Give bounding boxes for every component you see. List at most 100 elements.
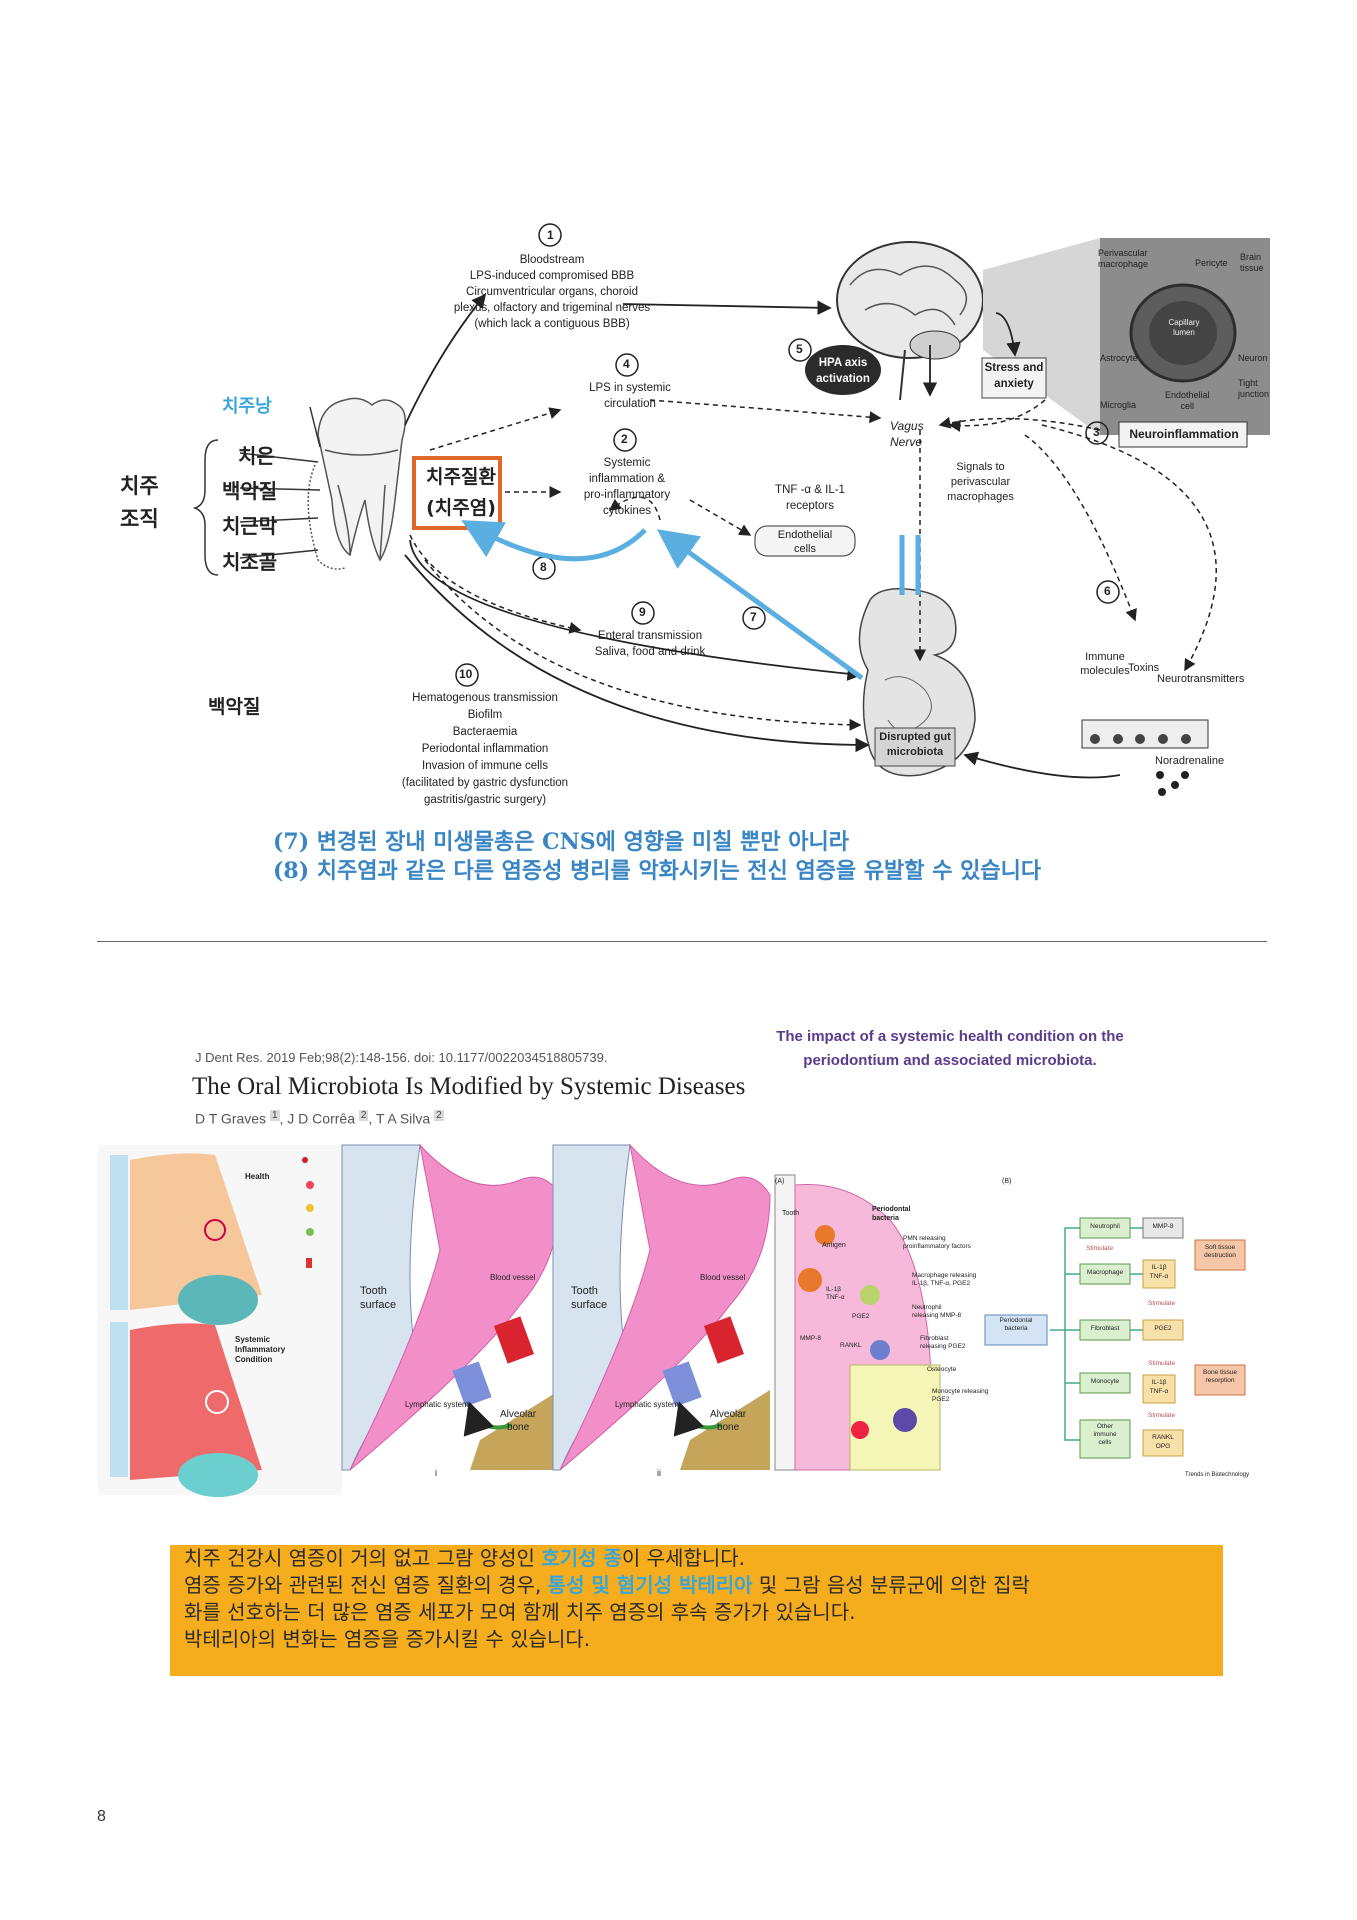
endothelial-text: Endothelial cells bbox=[777, 529, 833, 555]
author-2-sup: 2 bbox=[358, 1110, 369, 1121]
inset-perivascular: Perivascular macrophage bbox=[1098, 248, 1149, 269]
intestinal-villi bbox=[1081, 719, 1209, 796]
panel-b-fibroblast: Fibroblast bbox=[1090, 1325, 1120, 1332]
panel-b-bone: Bone tissue resorption bbox=[1203, 1369, 1237, 1384]
gut-illustration bbox=[858, 588, 976, 777]
inset-microglia: Microglia bbox=[1100, 400, 1137, 410]
endothelial-cylinder bbox=[754, 525, 856, 557]
section-divider bbox=[97, 941, 1267, 942]
author-3-sup: 2 bbox=[434, 1110, 444, 1121]
author-2[interactable]: J D Corrêa bbox=[287, 1110, 355, 1127]
panel-a-neutro: Neutrophil releasing MMP-8 bbox=[912, 1304, 962, 1319]
page-number: 8 bbox=[97, 1808, 106, 1825]
panel-b-macrophage: Macrophage bbox=[1086, 1269, 1124, 1276]
panel-b-mmp8: MMP-8 bbox=[1152, 1223, 1174, 1230]
summary-highlight-aerobic: 호기성 종 bbox=[541, 1546, 622, 1570]
blue-arrows bbox=[461, 520, 921, 681]
author-3[interactable]: T A Silva bbox=[375, 1110, 431, 1127]
step-2-text: Systemic inflammation & pro-inflammatory… bbox=[583, 457, 671, 517]
solid-arrows bbox=[404, 293, 1121, 779]
hpa-text: HPA axis activation bbox=[816, 357, 870, 385]
neuroinflammation-text: Neuroinflammation bbox=[1129, 427, 1239, 441]
step-8-number: 8 bbox=[540, 560, 547, 574]
summary-box: 치주 건강시 염증이 거의 없고 그람 양성인 호기성 종이 우세합니다. 염증… bbox=[170, 1545, 1223, 1676]
panel-a-fibro: Fibroblast releasing PGE2 bbox=[920, 1335, 966, 1350]
panel-a-mmp8: MMP-8 bbox=[800, 1335, 821, 1342]
article-title: The Oral Microbiota Is Modified by Syste… bbox=[192, 1073, 746, 1100]
summary-highlight-anaerobic: 통성 및 혐기성 박테리아 bbox=[547, 1573, 753, 1597]
panel-b-stimulate-3: Stimulate bbox=[1148, 1360, 1176, 1367]
step-7-number: 7 bbox=[750, 610, 757, 624]
summary-line-3: 화를 선호하는 더 많은 염증 세포가 모여 함께 치주 염증의 후속 증가가 … bbox=[184, 1600, 856, 1624]
tissue-bracket bbox=[192, 406, 321, 576]
panel-ii-bone: Alveolar bone bbox=[710, 1409, 747, 1433]
step-10-text: Hematogenous transmission Biofilm Bacter… bbox=[401, 692, 569, 806]
step-1-number: 1 bbox=[547, 228, 554, 242]
summary-line-2-a: 염증 증가와 관련된 전신 염증 질환의 경우, bbox=[184, 1573, 548, 1597]
impact-title: The impact of a systemic health conditio… bbox=[776, 1028, 1124, 1069]
caption-line-8: (8) 치주염과 같은 다른 염증성 병리를 악화시키는 전신 염증을 유발할 … bbox=[273, 858, 1042, 884]
disease-box bbox=[412, 456, 502, 530]
panel-b-pge2: PGE2 bbox=[1154, 1325, 1172, 1332]
panel-b-stimulate-4: Stimulate bbox=[1148, 1412, 1176, 1419]
disease-box-text: 치주질환 (치주염) bbox=[426, 466, 496, 519]
panel-i-bone: Alveolar bone bbox=[500, 1409, 537, 1433]
author-1[interactable]: D T Graves bbox=[195, 1110, 267, 1127]
panel-b-il: IL-1β TNF-α bbox=[1149, 1264, 1169, 1280]
label-cementum: 백악질 bbox=[222, 479, 278, 503]
panel-i bbox=[341, 1143, 561, 1471]
hpa-axis-badge bbox=[805, 345, 881, 395]
panel-a-label: (A) bbox=[775, 1178, 785, 1185]
panel-a-pge2: PGE2 bbox=[852, 1313, 870, 1320]
inset-neuron: Neuron bbox=[1238, 353, 1268, 363]
label-ligament: 치근막 bbox=[222, 514, 278, 538]
vagus-text: Vagus Nerve bbox=[890, 419, 924, 449]
summary-line-1: 치주 건강시 염증이 거의 없고 그람 양성인 호기성 종이 우세합니다. bbox=[170, 1545, 1223, 1572]
step-9-text: Enteral transmission Saliva, food and dr… bbox=[594, 630, 706, 658]
panel-ii-lymph: Lymphatic system bbox=[615, 1400, 679, 1409]
label-periodontal-pocket: 치주낭 bbox=[222, 396, 272, 417]
panel-a-perio: Periodontal bacteria bbox=[872, 1206, 911, 1222]
article-authors: D T Graves 1, J D Corrêa 2, T A Silva 2 bbox=[195, 1110, 444, 1127]
inset-capillary: Capillary lumen bbox=[1168, 318, 1200, 337]
inset-astrocyte: Astrocyte bbox=[1100, 353, 1138, 363]
neurotransmitters-text: Neurotransmitters bbox=[1157, 673, 1245, 685]
article-reference: J Dent Res. 2019 Feb;98(2):148-156. doi:… bbox=[195, 1050, 608, 1065]
summary-line-4: 박테리아의 변화는 염증을 증가시킬 수 있습니다. bbox=[184, 1627, 591, 1651]
panel1-systemic: Systemic Inflammatory Condition bbox=[235, 1335, 286, 1364]
panel-b-stimulate-1: Stimulate bbox=[1086, 1245, 1114, 1252]
panel-a-il: IL-1β TNF-α bbox=[826, 1286, 845, 1301]
panel-b-neutrophil: Neutrophil bbox=[1090, 1223, 1120, 1230]
panel-b-other: Other immune cells bbox=[1093, 1423, 1117, 1446]
step-5-number: 5 bbox=[796, 342, 803, 356]
panel-b-soft: Soft tissue destruction bbox=[1204, 1244, 1236, 1259]
gut-brain-axis-figure bbox=[192, 223, 1270, 796]
panel-b-pb: Periodontal bacteria bbox=[999, 1317, 1033, 1332]
label-periodontium: 치주 조직 bbox=[120, 474, 159, 531]
label-alveolar-bone: 치조골 bbox=[222, 550, 278, 574]
panel-a-pmn: PMN releasing proinflammatory factors bbox=[903, 1235, 971, 1250]
caption-line-7: (7) 변경된 장내 미생물총은 CNS에 영향을 미칠 뿐만 아니라 bbox=[273, 829, 849, 855]
stress-text: Stress and anxiety bbox=[984, 362, 1044, 390]
tooth-illustration bbox=[307, 397, 406, 570]
panel-i-lymph: Lymphatic system bbox=[405, 1400, 469, 1409]
tnf-text: TNF -α & IL-1 receptors bbox=[775, 484, 845, 512]
step-4-number: 4 bbox=[623, 357, 630, 371]
panel-i-label: i bbox=[435, 1468, 437, 1478]
panel1-health: Health bbox=[245, 1172, 270, 1181]
step-1-text: Bloodstream LPS-induced compromised BBB … bbox=[453, 254, 651, 330]
panel-a-macro: Macrophage releasing IL-1β, TNF-α, PGE2 bbox=[912, 1272, 977, 1287]
stress-box bbox=[981, 357, 1047, 399]
step-3-number: 3 bbox=[1093, 425, 1100, 439]
step-10-number: 10 bbox=[459, 667, 473, 681]
author-1-sup: 1 bbox=[269, 1110, 280, 1121]
step-4-text: LPS in systemic circulation bbox=[589, 382, 671, 410]
panel-b-monocyte: Monocyte bbox=[1090, 1378, 1120, 1385]
panel-a-osteo: Osteocyte bbox=[927, 1366, 957, 1373]
panel-ii-tooth: Tooth surface bbox=[571, 1285, 608, 1311]
panel-ii bbox=[552, 1143, 771, 1471]
inset-tight: Tight junction bbox=[1238, 378, 1270, 399]
summary-line-2: 염증 증가와 관련된 전신 염증 질환의 경우, 통성 및 혐기성 박테리아 및… bbox=[170, 1572, 1223, 1599]
panel-ii-label: ii bbox=[657, 1468, 661, 1478]
noradrenaline-text: Noradrenaline bbox=[1155, 755, 1225, 767]
